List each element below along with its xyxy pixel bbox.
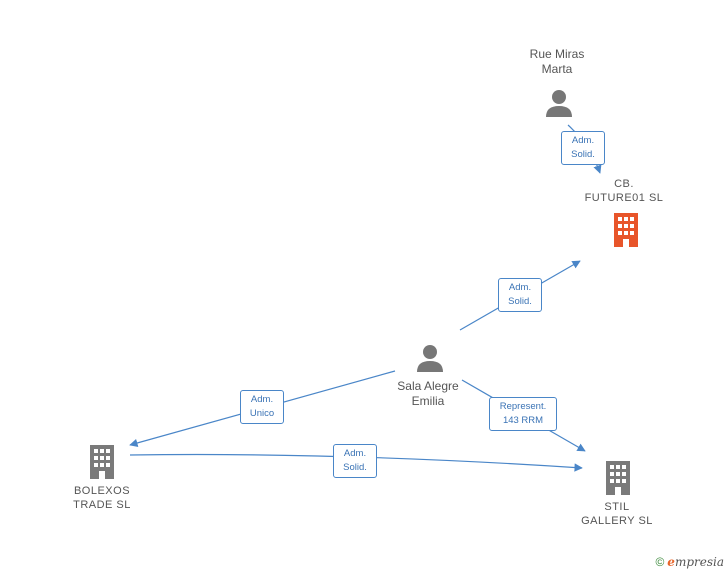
node-label-rue-miras[interactable]: Rue Miras Marta xyxy=(529,47,585,76)
person-icon[interactable] xyxy=(415,343,445,373)
edge-label-bolexos-to-stil: Adm. Solid. xyxy=(333,444,377,478)
building-icon[interactable] xyxy=(87,443,117,479)
edge-label-sala-to-cb: Adm. Solid. xyxy=(498,278,542,312)
empresia-logo: ©empresia xyxy=(655,555,724,569)
building-icon-highlight[interactable] xyxy=(611,211,641,247)
person-icon[interactable] xyxy=(544,88,574,118)
node-label-stil[interactable]: STIL GALLERY SL xyxy=(581,501,653,527)
node-label-bolexos[interactable]: BOLEXOS TRADE SL xyxy=(73,485,131,511)
edge-label-sala-to-stil: Represent. 143 RRM xyxy=(489,397,557,431)
building-icon[interactable] xyxy=(603,459,633,495)
edge-label-sala-to-bolexos: Adm. Unico xyxy=(240,390,284,424)
edge-label-rue-to-cb: Adm. Solid. xyxy=(561,131,605,165)
node-label-sala-alegre[interactable]: Sala Alegre Emilia xyxy=(397,379,459,408)
copyright-icon: © xyxy=(655,555,665,569)
node-label-cb-future[interactable]: CB. FUTURE01 SL xyxy=(584,178,664,204)
